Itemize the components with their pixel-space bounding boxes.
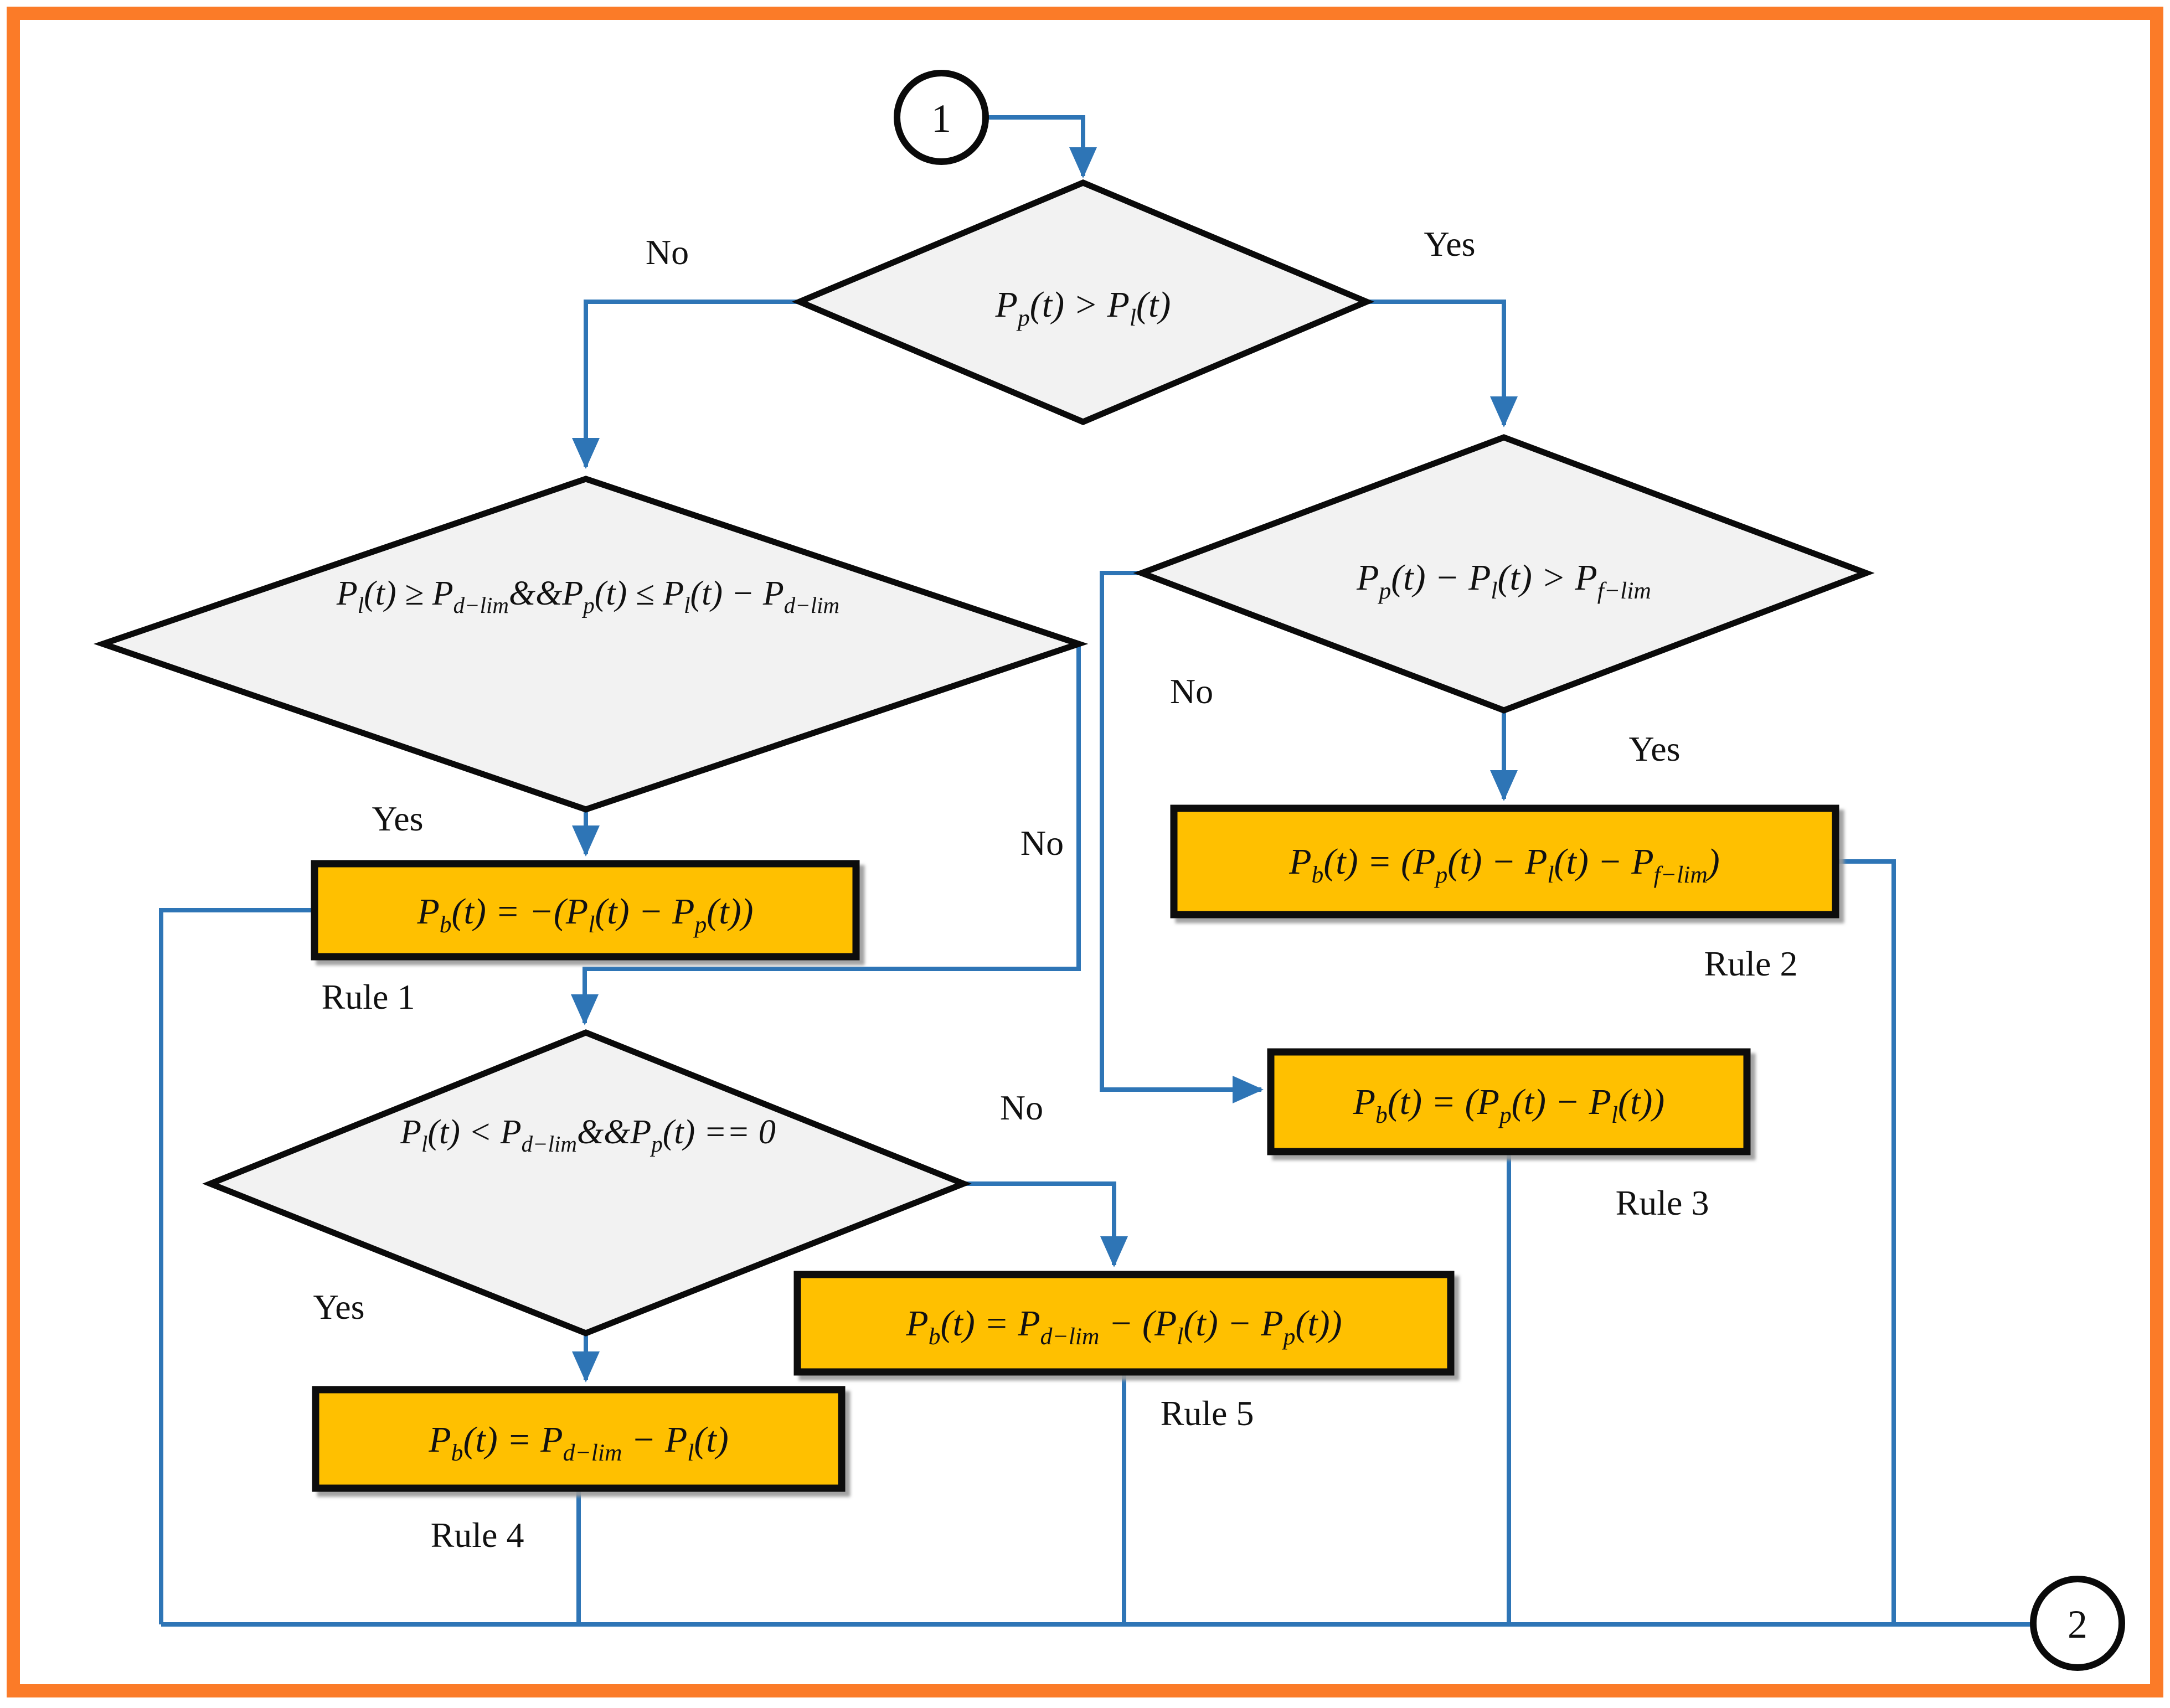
d2-yes-label: Yes — [372, 799, 423, 838]
d4-yes-label: Yes — [1628, 729, 1680, 768]
decision-d1: Pp(t) > Pl(t) — [791, 179, 1375, 425]
connector-node-2: 2 — [2030, 1576, 2125, 1671]
process-rule5-formula: Pb(t) = Pd−lim − (Pl(t) − Pp(t)) — [905, 1303, 1342, 1350]
process-rule4: Pb(t) = Pd−lim − Pl(t) — [312, 1386, 846, 1492]
process-rule1-formula: Pb(t) = −(Pl(t) − Pp(t)) — [416, 891, 753, 938]
page-border — [7, 7, 2163, 1697]
decision-d3-shape — [202, 1029, 972, 1337]
d3-no-label: No — [1000, 1088, 1043, 1127]
decision-d3: Pl(t) < Pd−lim&&Pp(t) == 0 — [202, 1029, 972, 1337]
rule4-caption: Rule 4 — [431, 1515, 524, 1555]
connector-node-1: 1 — [894, 70, 989, 165]
edge-d1-no-to-d2 — [572, 300, 800, 469]
rule1-caption: Rule 1 — [322, 977, 415, 1016]
d2-no-label: No — [1020, 823, 1064, 863]
connector-1-circle — [894, 70, 989, 165]
rule3-caption: Rule 3 — [1616, 1183, 1709, 1222]
process-rule5: Pb(t) = Pd−lim − (Pl(t) − Pp(t)) — [793, 1271, 1455, 1376]
decision-d1-condition: Pp(t) > Pl(t) — [995, 285, 1171, 331]
process-rule1-box — [311, 860, 860, 961]
edge-rule1-to-bus — [159, 908, 315, 1624]
process-rule2-box — [1170, 804, 1839, 918]
edge-d1-yes-to-d4 — [1367, 300, 1518, 427]
connector-1-label: 1 — [931, 96, 951, 141]
decision-d2-shape — [94, 476, 1089, 813]
process-rule2: Pb(t) = (Pp(t) − Pl(t) − Pf−lim) — [1170, 804, 1839, 918]
d1-no-label: No — [646, 233, 689, 272]
decision-d4-shape — [1133, 434, 1875, 714]
connector-2-label: 2 — [2068, 1602, 2087, 1647]
process-rule4-box — [312, 1386, 846, 1492]
process-rule3: Pb(t) = (Pp(t) − Pl(t)) — [1267, 1048, 1751, 1155]
decision-d2-condition: Pl(t) ≥ Pd−lim&&Pp(t) ≤ Pl(t) − Pd−lim — [336, 575, 839, 618]
d4-no-label: No — [1170, 672, 1213, 711]
decision-d4-condition: Pp(t) − Pl(t) > Pf−lim — [1356, 558, 1651, 604]
decision-d3-condition: Pl(t) < Pd−lim&&Pp(t) == 0 — [400, 1113, 776, 1157]
rule5-caption: Rule 5 — [1161, 1394, 1254, 1433]
decision-d4: Pp(t) − Pl(t) > Pf−lim — [1133, 434, 1875, 714]
process-rule5-box — [793, 1271, 1455, 1376]
edge-d2-no-to-d3 — [571, 644, 1081, 1025]
edge-d3-no-to-rule5 — [963, 1181, 1128, 1267]
process-rule1: Pb(t) = −(Pl(t) − Pp(t)) — [311, 860, 860, 961]
process-rule2-formula: Pb(t) = (Pp(t) − Pl(t) − Pf−lim) — [1288, 842, 1720, 888]
connector-2-circle — [2030, 1576, 2125, 1671]
decision-d2: Pl(t) ≥ Pd−lim&&Pp(t) ≤ Pl(t) − Pd−lim — [94, 476, 1089, 813]
edge-start-to-d1 — [987, 115, 1097, 178]
edge-rule2-to-bus — [1836, 859, 1896, 1624]
d3-yes-label: Yes — [313, 1287, 364, 1327]
process-rule3-formula: Pb(t) = (Pp(t) − Pl(t)) — [1353, 1082, 1665, 1128]
process-rule3-box — [1267, 1048, 1751, 1155]
edge-d4-no-to-rule3 — [1100, 571, 1264, 1103]
d1-yes-label: Yes — [1424, 224, 1475, 264]
process-rule4-formula: Pb(t) = Pd−lim − Pl(t) — [428, 1420, 728, 1466]
decision-d1-shape — [791, 179, 1375, 425]
rule2-caption: Rule 2 — [1704, 944, 1798, 983]
